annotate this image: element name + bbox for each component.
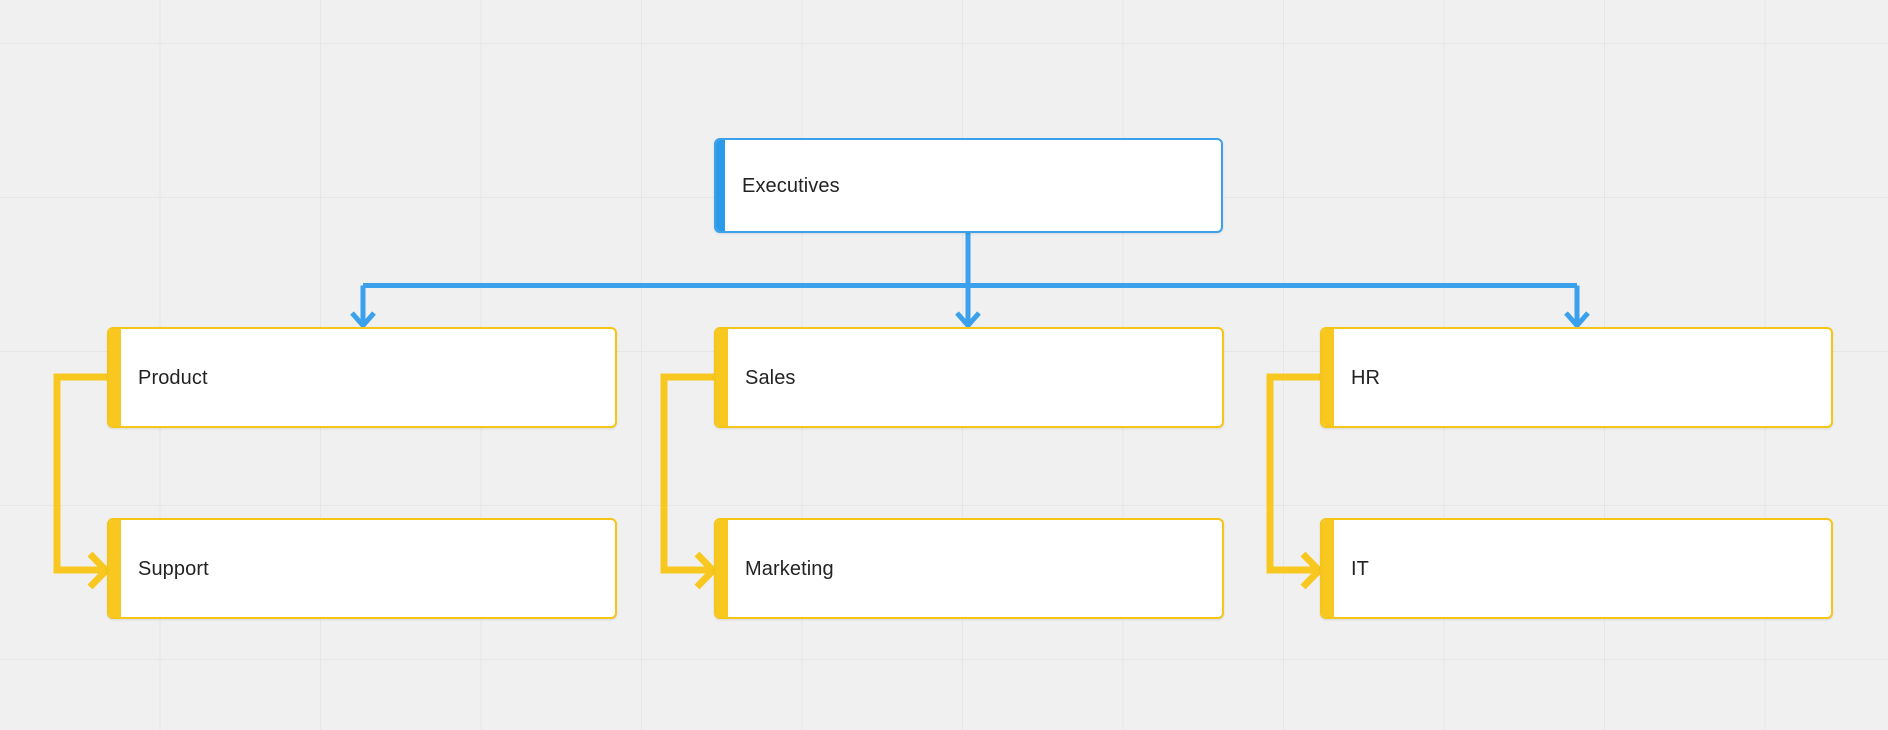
node-label: Executives bbox=[742, 174, 840, 197]
node-label: Support bbox=[138, 557, 209, 580]
edge-product-to-support bbox=[53, 373, 107, 574]
node-support[interactable]: Support bbox=[107, 518, 617, 619]
node-hr[interactable]: HR bbox=[1320, 327, 1833, 428]
node-accent-bar bbox=[109, 520, 121, 617]
node-accent-bar bbox=[1322, 520, 1334, 617]
arrowhead-down-sales bbox=[955, 311, 981, 330]
node-label: Sales bbox=[745, 366, 796, 389]
node-executives[interactable]: Executives bbox=[714, 138, 1223, 233]
parent-edges bbox=[360, 233, 1580, 325]
edge-hr-to-it bbox=[1266, 373, 1320, 574]
node-accent-bar bbox=[1322, 329, 1334, 426]
node-accent-bar bbox=[716, 520, 728, 617]
node-it[interactable]: IT bbox=[1320, 518, 1833, 619]
node-accent-bar bbox=[109, 329, 121, 426]
arrowhead-right-marketing bbox=[694, 551, 718, 590]
arrowhead-down-hr bbox=[1564, 311, 1590, 330]
node-product[interactable]: Product bbox=[107, 327, 617, 428]
node-label: Product bbox=[138, 366, 208, 389]
node-marketing[interactable]: Marketing bbox=[714, 518, 1224, 619]
arrowhead-down-product bbox=[350, 311, 376, 330]
node-label: Marketing bbox=[745, 557, 834, 580]
parent-arrowheads bbox=[350, 311, 1590, 330]
node-label: IT bbox=[1351, 557, 1369, 580]
arrowhead-right-support bbox=[87, 551, 111, 590]
arrowhead-right-it bbox=[1300, 551, 1324, 590]
node-accent-bar bbox=[716, 329, 728, 426]
edge-sales-to-marketing bbox=[660, 373, 714, 574]
node-label: HR bbox=[1351, 366, 1381, 389]
node-sales[interactable]: Sales bbox=[714, 327, 1224, 428]
node-accent-bar bbox=[716, 140, 725, 231]
